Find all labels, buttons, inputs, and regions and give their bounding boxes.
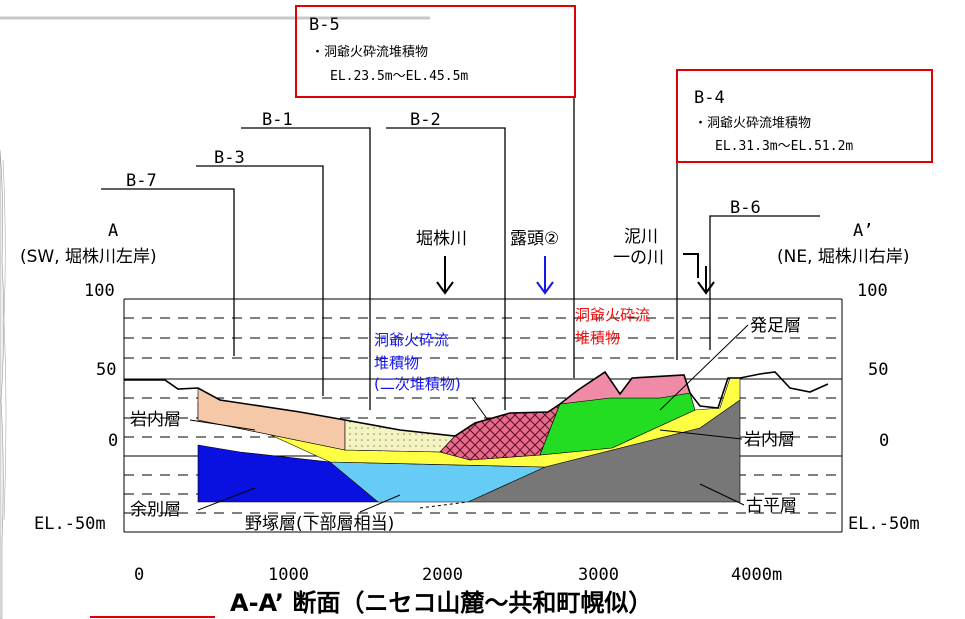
geologic-layers <box>197 371 741 503</box>
arrow-down-icon <box>436 256 454 295</box>
bent-arrow-down-icon <box>683 253 715 295</box>
leader-hassoku <box>659 324 749 411</box>
distance-axis: 0 1000 2000 3000 4000m <box>134 565 782 585</box>
leader-furuhira <box>699 483 745 506</box>
callout-b5-line1: ・洞爺火砕流堆積物 <box>311 45 428 60</box>
left-map-fragment <box>0 16 430 619</box>
callout-b4-line1: ・洞爺火砕流堆積物 <box>694 116 811 131</box>
layer-label-iwanai-left: 岩内層 <box>130 410 181 430</box>
elev-0-left: 0 <box>108 431 118 451</box>
layer-label-furuhira: 古平層 <box>746 496 797 516</box>
leader-toya-secondary <box>471 397 489 421</box>
leader-iwanai-right <box>659 429 743 440</box>
elev-0-right: 0 <box>879 431 889 451</box>
ground-surface <box>124 370 829 437</box>
outcrop-label: 露頭② <box>510 229 559 249</box>
callout-b5-title: B-5 <box>309 15 340 35</box>
figure-title: A-A’ 断面（ニセコ山麓～共和町幌似） <box>230 589 652 617</box>
layer-label-toya-red: 洞爺火砕流 <box>575 306 650 324</box>
end-a-letter: A <box>108 221 118 241</box>
distance-label: 1000 <box>268 565 309 585</box>
elev-50-right: 50 <box>868 360 888 380</box>
layer-label-yobetsu: 余別層 <box>130 500 181 520</box>
distance-label: 4000m <box>731 565 782 585</box>
borehole-label: B-6 <box>730 198 761 218</box>
river-doro-label: 泥川 <box>624 227 658 247</box>
borehole-label: B-2 <box>410 110 441 130</box>
callout-b5-line2: EL.23.5m～EL.45.5m <box>330 69 468 84</box>
layer-dotted-secondary <box>344 419 456 453</box>
borehole-label: B-3 <box>214 148 245 168</box>
distance-label: 2000 <box>422 565 463 585</box>
end-a-prime-letter: A’ <box>853 221 873 241</box>
elev-m50-left: EL.-50m <box>34 514 106 534</box>
layer-label-toya-red: 堆積物 <box>575 329 620 347</box>
layer-label-hassoku: 発足層 <box>750 316 801 336</box>
layer-yobetsu <box>197 444 379 503</box>
leader-yobetsu <box>197 487 256 511</box>
layer-label-toya-secondary: 堆積物 <box>374 354 419 372</box>
arrow-down-blue-icon <box>536 256 554 295</box>
elev-50-left: 50 <box>96 360 116 380</box>
callout-b4-title: B-4 <box>694 88 725 108</box>
distance-label: 3000 <box>578 565 619 585</box>
callout-b5-box <box>295 5 576 98</box>
layer-label-nozuka: 野塚層(下部層相当) <box>245 514 394 534</box>
river-horikappu-label: 堀株川 <box>416 229 467 249</box>
elev-100-left: 100 <box>84 281 115 301</box>
distance-label: 0 <box>134 565 144 585</box>
leader-nozuka <box>359 494 401 513</box>
layer-label-toya-secondary: 洞爺火砕流 <box>374 331 449 349</box>
callout-b4-line2: EL.31.3m～EL.51.2m <box>715 139 853 154</box>
callout-b4-box <box>676 69 933 163</box>
layer-label-iwanai-right: 岩内層 <box>744 430 795 450</box>
end-a-prime-desc: (NE, 堀株川右岸) <box>777 247 910 267</box>
layer-upper-left <box>197 387 346 451</box>
leader-bottom-dashed <box>419 501 469 509</box>
elev-m50-right: EL.-50m <box>848 514 920 534</box>
elev-100-right: 100 <box>857 281 888 301</box>
end-a-desc: (SW, 堀株川左岸) <box>20 247 157 267</box>
borehole-label: B-7 <box>126 171 157 191</box>
river-ichinokawa-label: 一の川 <box>613 248 664 268</box>
layer-label-toya-secondary: (二次堆積物) <box>374 375 461 393</box>
leader-iwanai-left <box>189 419 256 431</box>
borehole-label: B-1 <box>262 110 293 130</box>
borehole-leaders <box>101 96 820 410</box>
